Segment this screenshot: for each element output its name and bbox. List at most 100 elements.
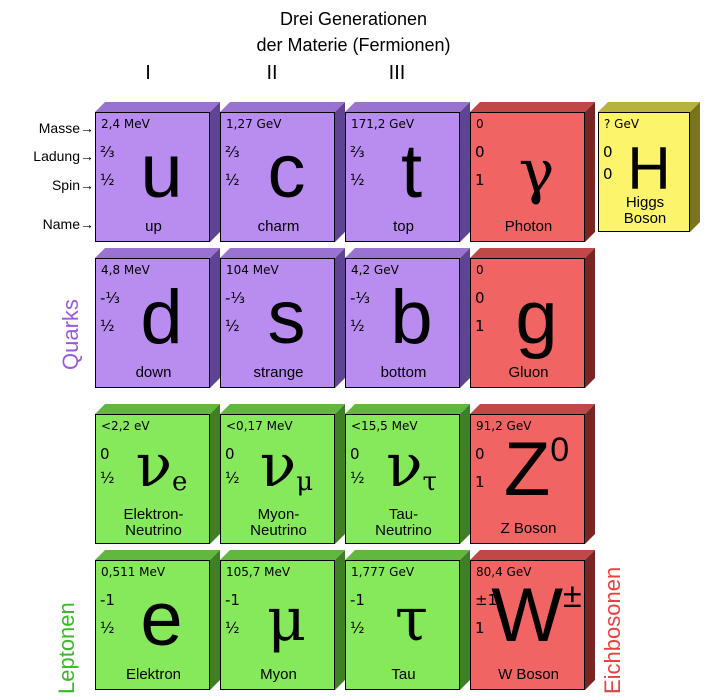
particle-tile-top: 171,2 GeV ⅔ ½ t top (345, 102, 470, 242)
particle-tile-muon: 105,7 MeV -1 ½ μ Myon (220, 550, 345, 690)
particle-charge: -⅓ (100, 289, 120, 307)
generation-label-2: II (266, 62, 278, 84)
particle-mass: 0,511 MeV (101, 565, 166, 579)
particle-symbol: e (140, 577, 183, 662)
particle-name: Tau-Neutrino (375, 506, 432, 539)
particle-mass: ? GeV (604, 117, 640, 131)
particle-spin: ½ (350, 171, 365, 189)
particle-symbol: γ (518, 137, 555, 207)
diagram-title-line-1: Drei Generationen (279, 9, 428, 29)
particle-name: Tau (391, 666, 416, 683)
particle-symbol: νe (135, 431, 188, 501)
particle-spin: ½ (225, 317, 240, 335)
particle-name: Myon (260, 666, 297, 683)
particle-name: charm (257, 218, 300, 235)
particle-tile-electron-neutrino: <2,2 eV 0 ½ νe Elektron-Neutrino (95, 404, 220, 544)
particle-charge: 0 (350, 445, 360, 463)
group-label-leptons: Leptonen (54, 602, 79, 694)
particle-symbol: b (390, 275, 433, 360)
particle-tile-w-boson: 80,4 GeV ±1 1 W± W Boson (470, 550, 595, 690)
particle-charge: 0 (225, 445, 235, 463)
particle-spin: 1 (475, 619, 485, 637)
particle-spin: 1 (475, 317, 485, 335)
particle-mass: 0 (476, 117, 484, 131)
particle-tile-tau: 1,777 GeV -1 ½ τ Tau (345, 550, 470, 690)
particle-mass: 4,2 GeV (351, 263, 399, 277)
particle-mass: 80,4 GeV (476, 565, 532, 579)
group-label-bosons: Eichbosonen (600, 566, 625, 694)
particle-symbol: c (267, 129, 306, 214)
particle-tile-higgs: ? GeV 0 0 H Higgs Boson (598, 102, 700, 232)
particle-name: down (135, 364, 172, 381)
particle-symbol: s (267, 275, 306, 360)
particle-spin: 1 (475, 473, 485, 491)
diagram-title-line-2: der Materie (Fermionen) (256, 35, 451, 55)
particle-name: up (145, 218, 162, 235)
particle-mass: 1,27 GeV (226, 117, 282, 131)
particle-spin: ½ (350, 619, 365, 637)
particle-charge: -⅓ (350, 289, 370, 307)
particle-symbol: μ (267, 585, 306, 655)
particle-charge: -⅓ (225, 289, 245, 307)
particle-tile-down: 4,8 MeV -⅓ ½ d down (95, 248, 220, 388)
particle-mass: 2,4 MeV (101, 117, 150, 131)
particle-name: Z Boson (500, 520, 557, 537)
generation-label-3: III (388, 62, 406, 84)
particle-name: Gluon (508, 364, 549, 381)
particle-symbol: g (515, 275, 558, 360)
particle-mass: 171,2 GeV (351, 117, 415, 131)
particle-mass: <2,2 eV (101, 419, 150, 433)
particle-symbol: u (140, 129, 183, 214)
particle-name: strange (253, 364, 304, 381)
particle-tile-bottom: 4,2 GeV -⅓ ½ b bottom (345, 248, 470, 388)
particle-symbol: d (140, 275, 183, 360)
particle-spin: ½ (100, 317, 115, 335)
particle-spin: ½ (100, 171, 115, 189)
particle-charge: ⅔ (225, 143, 240, 161)
particle-name: top (393, 218, 414, 235)
particle-tile-up: 2,4 MeV ⅔ ½ u up (95, 102, 220, 242)
row-label-charge: Ladung→ (33, 148, 94, 164)
particle-charge: ⅔ (100, 143, 115, 161)
row-label-spin: Spin→ (51, 177, 94, 193)
particle-spin: ½ (225, 469, 240, 487)
particle-symbol: τ (394, 585, 429, 655)
particle-name: Myon-Neutrino (250, 506, 307, 539)
row-label-mass: Masse→ (38, 120, 94, 136)
particle-name-line-2: Boson (623, 210, 667, 227)
particle-tile-photon: 0 0 1 γ Photon (470, 102, 595, 242)
particle-name: Elektron-Neutrino (123, 506, 184, 539)
particle-tile-tau-neutrino: <15,5 MeV 0 ½ ντ Tau-Neutrino (345, 404, 470, 544)
row-label-name: Name→ (42, 216, 94, 232)
particle-spin: 0 (603, 165, 613, 183)
particle-symbol: νμ (259, 431, 314, 501)
particle-spin: ½ (225, 619, 240, 637)
particle-mass: 1,777 GeV (351, 565, 415, 579)
particle-name: W Boson (498, 666, 559, 683)
particle-mass: 105,7 MeV (226, 565, 291, 579)
particle-symbol: H (627, 135, 671, 202)
particle-name: Photon (504, 218, 553, 235)
particle-spin: ½ (100, 469, 115, 487)
particle-tile-muon-neutrino: <0,17 MeV 0 ½ νμ Myon-Neutrino (220, 404, 345, 544)
particle-charge: 0 (100, 445, 110, 463)
particle-charge: -1 (225, 591, 240, 609)
generation-label-1: I (145, 62, 151, 84)
particle-charge: ⅔ (350, 143, 365, 161)
particle-charge: 0 (475, 289, 485, 307)
particle-mass: 91,2 GeV (476, 419, 532, 433)
particle-charge: 0 (603, 143, 613, 161)
particle-tile-gluon: 0 0 1 g Gluon (470, 248, 595, 388)
particle-name: Higgs Boson (599, 195, 689, 227)
particle-mass: <0,17 MeV (226, 419, 293, 433)
particle-tile-z-boson: 91,2 GeV 0 1 Z0 Z Boson (470, 404, 595, 544)
particle-symbol: t (400, 129, 423, 214)
particle-charge: 0 (475, 143, 485, 161)
particle-tile-charm: 1,27 GeV ⅔ ½ c charm (220, 102, 345, 242)
particle-spin: ½ (350, 317, 365, 335)
particle-symbol: Z0 (503, 427, 570, 512)
particle-spin: ½ (350, 469, 365, 487)
particle-mass: 4,8 MeV (101, 263, 150, 277)
particle-spin: ½ (225, 171, 240, 189)
particle-mass: 0 (476, 263, 484, 277)
